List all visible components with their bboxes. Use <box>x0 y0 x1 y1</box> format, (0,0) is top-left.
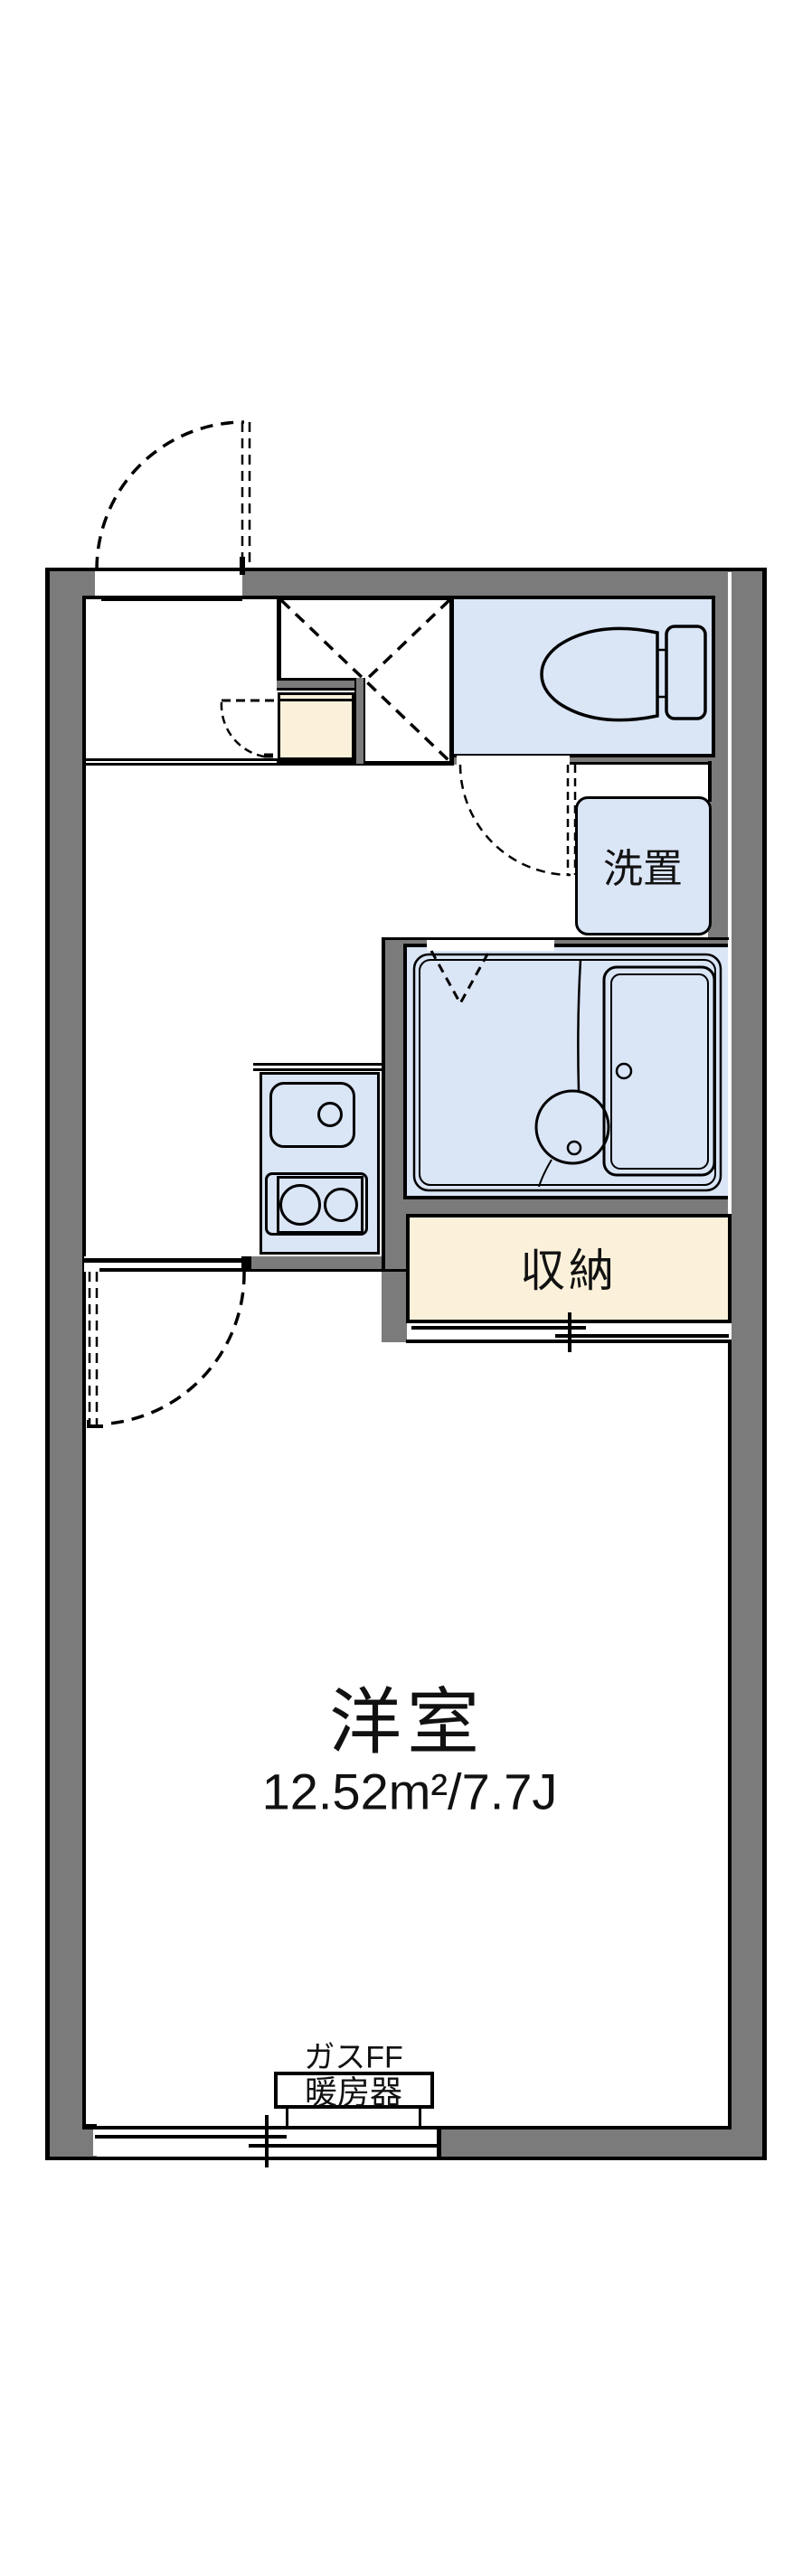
wall-inner-line-right <box>728 1342 732 2129</box>
room-door-swing-icon <box>87 1271 246 1428</box>
bath-door-opening <box>427 940 554 951</box>
kitchen-sink-icon <box>269 1082 355 1148</box>
heater-pedestal-line <box>419 2109 421 2126</box>
window-corner-step <box>82 2124 97 2129</box>
heater-pedestal-line <box>286 2109 288 2126</box>
window-pane-line <box>95 2135 287 2139</box>
wall-edge <box>570 762 712 765</box>
kitchen-unit <box>260 1072 380 1255</box>
wall-edge <box>251 1269 407 1272</box>
room-bottom-line <box>82 2126 732 2129</box>
wall-bottom-right <box>440 2126 767 2160</box>
entrance-opening <box>95 571 242 597</box>
entrance-cabinet <box>278 692 354 760</box>
storage-door-track <box>411 1326 586 1330</box>
faucet-icon <box>317 1102 343 1127</box>
storage-door-center-mark <box>568 1312 571 1352</box>
toilet-icon <box>540 625 707 722</box>
wall-kitchen-bath-divider <box>382 937 407 1342</box>
kitchen-counter-edge <box>253 1063 382 1066</box>
heater-caption: ガスFF <box>304 2040 403 2075</box>
outer-edge-right <box>762 568 767 2160</box>
heater-unit-label: 暖房器 <box>304 2073 403 2111</box>
storage-label: 収納 <box>520 1246 618 1296</box>
wall-below-toilet <box>450 756 712 765</box>
entrance-door-swing-icon <box>95 420 251 570</box>
gas-stove-icon <box>265 1172 368 1236</box>
kitchen-door-threshold <box>99 1268 241 1272</box>
wall-bath-bottom <box>382 1199 732 1214</box>
washer-space <box>575 796 712 935</box>
entrance-step-line <box>86 763 354 766</box>
entrance-threshold-line <box>101 597 242 601</box>
wall-joint-line <box>728 572 732 1214</box>
cabinet-door-swing-icon <box>220 699 274 759</box>
pipe-space-edge <box>708 761 712 802</box>
outer-edge-top <box>45 568 767 571</box>
kitchen-counter-edge <box>253 1068 382 1071</box>
outer-edge-left <box>45 568 50 2160</box>
entrance-cabinet-top-line <box>280 699 352 701</box>
stove-burner-icon <box>324 1188 358 1222</box>
closet-notch-wall <box>277 678 364 691</box>
bathtub-icon <box>602 965 716 1177</box>
gas-stove-inner <box>277 1176 364 1234</box>
kitchen-door-lintel <box>84 1258 241 1263</box>
closet-notch-wall <box>354 678 365 764</box>
window-end-post <box>437 2129 441 2160</box>
gas-ff-heater-icon <box>274 2072 434 2109</box>
window-pane-line <box>249 2144 440 2148</box>
wall-edge <box>382 937 729 940</box>
washer-space-label: 洗置 <box>603 847 683 891</box>
wall-left <box>45 568 86 2160</box>
stove-burner-icon <box>279 1184 321 1226</box>
wall-inner-line-top <box>86 596 277 599</box>
window-center-mark <box>265 2115 269 2167</box>
wall-inner-line-left <box>82 596 86 2129</box>
wall-kitchen-bottom <box>251 1256 407 1272</box>
toilet-door-swing-icon <box>458 764 577 877</box>
room-area-label: 12.52m²/7.7J <box>261 1763 558 1820</box>
entrance-hinge-mark <box>240 557 245 575</box>
room-label-western: 洋室 <box>329 1682 485 1763</box>
toilet-door-opening <box>457 756 570 765</box>
unit-bath-icon <box>412 953 722 1192</box>
storage-door-track <box>555 1334 729 1338</box>
outer-edge-bottom <box>45 2157 767 2160</box>
toilet-room <box>450 596 715 757</box>
wall-right <box>732 568 767 2160</box>
bath-folding-door-icon <box>430 950 490 1007</box>
kitchen-door-hinge-post <box>241 1256 251 1272</box>
entrance-step-line <box>86 758 354 761</box>
wall-edge <box>382 937 385 1272</box>
